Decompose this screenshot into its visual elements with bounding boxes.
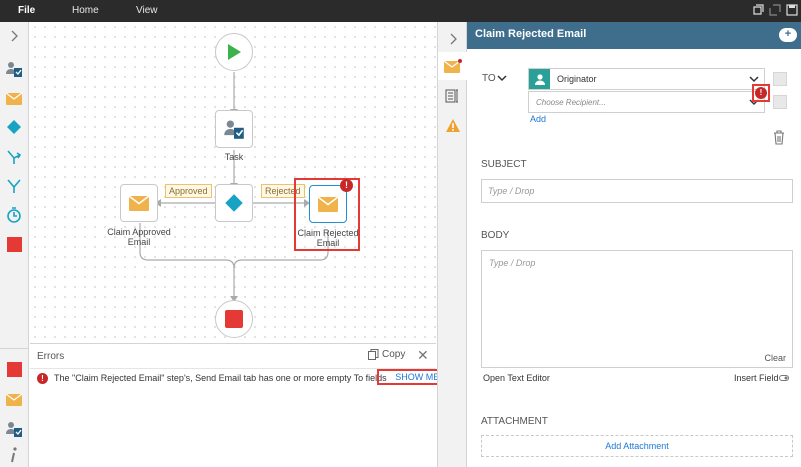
user-avatar-icon [529,69,550,89]
to-label: TO [482,73,496,84]
stop-tool-icon[interactable] [5,235,23,253]
subject-placeholder: Type / Drop [488,186,535,196]
menu-view[interactable]: View [136,5,158,16]
attachment-label: ATTACHMENT [481,416,548,427]
tab-general[interactable] [438,82,467,110]
add-recipient-link[interactable]: Add [530,114,547,124]
body-label: BODY [481,230,510,241]
email-icon [318,196,338,212]
menu-bar: File Home View [0,0,801,22]
recipient-input-options-button[interactable] [773,95,787,109]
decision-icon [225,194,243,212]
email-tool-icon[interactable] [5,90,23,108]
collapse-panel-icon[interactable] [438,25,467,53]
warning-icon [445,118,460,132]
body-textarea[interactable]: Type / Drop Clear [481,250,793,368]
play-icon [228,44,241,60]
error-highlight-box [294,178,360,251]
expand-toolbox-icon[interactable] [5,27,23,45]
errors-title: Errors [37,351,65,362]
menu-file[interactable]: File [18,5,36,16]
restore-icon[interactable] [752,4,764,16]
properties-icon [445,89,458,103]
recipient-input[interactable]: Choose Recipient... [528,91,765,113]
errors-panel: Errors Copy ✕ ! The "Claim Rejected Emai… [30,343,465,467]
workflow-canvas[interactable]: Task Approved Rejected Claim Approved Em… [30,22,436,343]
claim-approved-email-label: Claim Approved Email [107,227,171,247]
rejected-path-label[interactable]: Rejected [261,184,305,198]
tab-send-email[interactable] [438,52,467,80]
claim-rejected-email-node[interactable] [309,185,347,223]
recent-stop-icon[interactable] [5,360,23,378]
copy-button[interactable]: Copy [368,349,405,360]
error-message: The "Claim Rejected Email" step's, Send … [54,373,387,383]
claim-rejected-email-label: Claim Rejected Email [297,228,359,248]
toolbox [0,22,29,467]
timer-tool-icon[interactable] [5,206,23,224]
recent-task-icon[interactable] [5,420,23,438]
task-tool-icon[interactable] [5,60,23,78]
panel-header: Claim Rejected Email + [467,22,801,49]
info-icon[interactable] [5,446,23,464]
subject-input[interactable]: Type / Drop [481,179,793,203]
tab-warnings[interactable] [438,111,467,139]
clear-button[interactable]: Clear [764,353,786,363]
recipient-options-button[interactable] [773,72,787,86]
task-node[interactable] [215,110,253,148]
chevron-down-icon[interactable] [749,76,759,84]
subject-label: SUBJECT [481,159,527,170]
add-attachment-label: Add Attachment [605,441,669,451]
errors-divider [30,368,436,369]
node-error-icon: ! [340,179,353,192]
trash-icon[interactable] [773,130,785,145]
start-node[interactable] [215,33,253,71]
close-errors-icon[interactable]: ✕ [417,347,429,363]
property-tabs-strip [437,22,467,467]
stop-icon [225,310,243,328]
toolbox-separator [0,348,28,349]
to-expand-chevron-icon[interactable] [497,75,507,83]
copy-label: Copy [382,349,406,360]
error-icon: ! [37,373,48,384]
recipient-error-icon: ! [755,87,767,99]
recipient-select[interactable]: Originator [528,68,765,90]
insert-field-link[interactable]: Insert Field [734,373,779,383]
menu-home[interactable]: Home [72,5,99,16]
add-attachment-button[interactable]: Add Attachment [481,435,793,457]
recent-email-icon[interactable] [5,391,23,409]
decision-tool-icon[interactable] [5,118,23,136]
decision-node[interactable] [215,184,253,222]
panel-title: Claim Rejected Email [475,28,587,40]
end-node[interactable] [215,300,253,338]
recipient-placeholder: Choose Recipient... [536,98,606,107]
popout-icon[interactable] [769,4,781,16]
open-text-editor-link[interactable]: Open Text Editor [483,373,550,383]
email-tab-icon [443,59,462,73]
split-tool-icon[interactable] [5,148,23,166]
recipient-value: Originator [557,74,597,84]
task-node-label: Task [224,152,244,162]
recipient-error-highlight: ! [752,84,770,102]
pin-panel-icon[interactable]: + [779,28,797,42]
email-icon [129,195,149,211]
property-panel: Claim Rejected Email + TO Originator Cho… [467,22,801,467]
claim-approved-email-node[interactable] [120,184,158,222]
body-placeholder: Type / Drop [489,258,536,268]
merge-tool-icon[interactable] [5,177,23,195]
copy-icon [368,349,379,360]
approved-path-label[interactable]: Approved [165,184,212,198]
save-icon[interactable] [786,4,798,16]
task-icon [224,120,244,139]
toggle-icon[interactable] [779,375,789,381]
